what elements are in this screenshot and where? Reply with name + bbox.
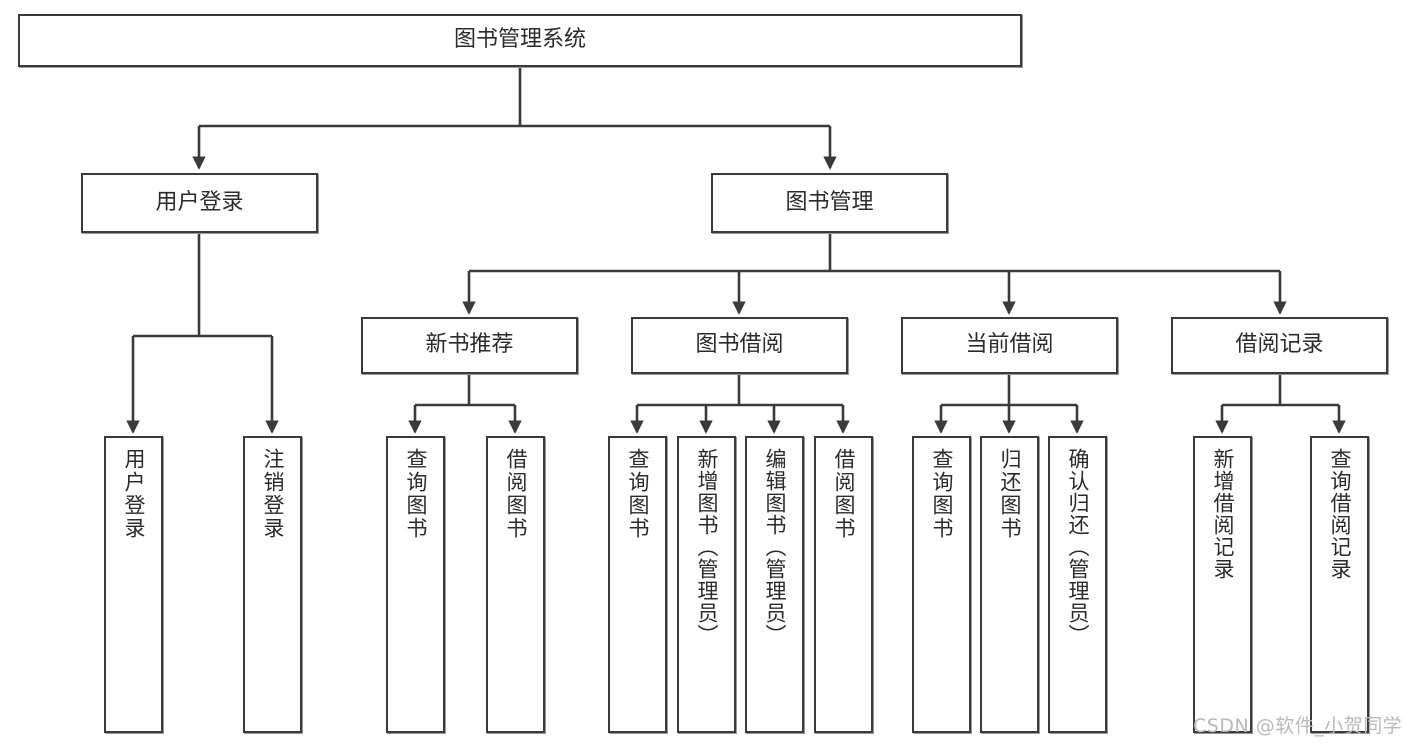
node-label: 图书管理 <box>785 189 874 215</box>
node-label: 新增借阅记录 <box>1211 448 1235 580</box>
node-new-book-recommend[interactable]: 新书推荐 <box>361 317 578 374</box>
leaf-book-borrow-borrow-book[interactable]: 借阅图书 <box>814 436 873 733</box>
node-root-library-management-system[interactable]: 图书管理系统 <box>18 14 1022 67</box>
node-label: 用户登录 <box>155 189 244 215</box>
node-label: 查询借阅记录 <box>1328 448 1352 580</box>
leaf-current-borrow-query-book[interactable]: 查询图书 <box>912 436 971 733</box>
leaf-user-login-logout[interactable]: 注销登录 <box>243 436 302 733</box>
leaf-current-borrow-return-book[interactable]: 归还图书 <box>980 436 1039 733</box>
node-user-login[interactable]: 用户登录 <box>81 173 318 233</box>
node-book-management[interactable]: 图书管理 <box>711 173 948 233</box>
node-label: 编辑图书（管理员） <box>763 448 787 646</box>
leaf-new-book-borrow-book[interactable]: 借阅图书 <box>486 436 545 733</box>
leaf-current-borrow-confirm-return-admin[interactable]: 确认归还（管理员） <box>1048 436 1107 733</box>
leaf-borrow-record-add-record[interactable]: 新增借阅记录 <box>1193 436 1252 733</box>
leaf-borrow-record-query-record[interactable]: 查询借阅记录 <box>1310 436 1369 733</box>
node-label: 借阅记录 <box>1235 332 1324 358</box>
leaf-book-borrow-add-book-admin[interactable]: 新增图书（管理员） <box>677 436 736 733</box>
leaf-new-book-query-book[interactable]: 查询图书 <box>386 436 445 733</box>
node-label: 新书推荐 <box>425 332 514 358</box>
node-label: 查询图书 <box>930 448 954 540</box>
leaf-book-borrow-edit-book-admin[interactable]: 编辑图书（管理员） <box>745 436 804 733</box>
csdn-watermark: CSDN @软件_小贺同学 <box>1193 715 1403 737</box>
node-label: 借阅图书 <box>832 448 856 540</box>
node-label: 确认归还（管理员） <box>1066 448 1090 646</box>
leaf-user-login-login[interactable]: 用户登录 <box>104 436 163 733</box>
node-label: 图书借阅 <box>695 332 784 358</box>
node-borrow-record[interactable]: 借阅记录 <box>1171 317 1388 374</box>
node-label: 归还图书 <box>998 448 1022 540</box>
node-label: 查询图书 <box>626 448 650 540</box>
node-label: 查询图书 <box>404 448 428 540</box>
node-current-borrow[interactable]: 当前借阅 <box>901 317 1118 374</box>
node-label: 用户登录 <box>122 448 146 540</box>
node-label: 图书管理系统 <box>453 27 586 53</box>
node-label: 当前借阅 <box>965 332 1054 358</box>
node-label: 注销登录 <box>261 448 285 540</box>
node-label: 借阅图书 <box>504 448 528 540</box>
node-label: 新增图书（管理员） <box>695 448 719 646</box>
leaf-book-borrow-query-book[interactable]: 查询图书 <box>608 436 667 733</box>
node-book-borrow[interactable]: 图书借阅 <box>631 317 848 374</box>
